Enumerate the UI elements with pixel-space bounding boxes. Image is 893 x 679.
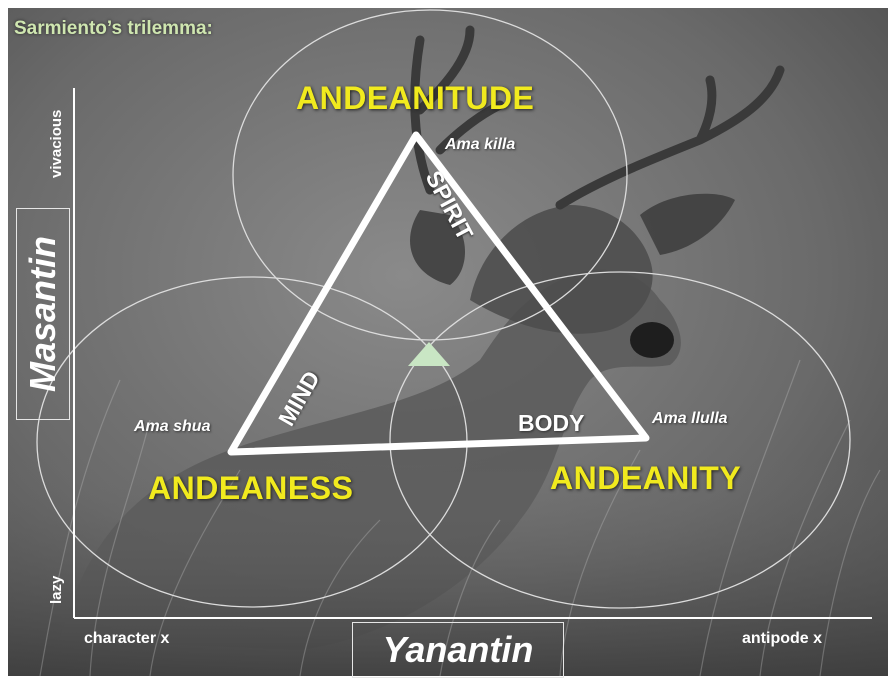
label-ama-shua: Ama shua [134, 418, 210, 436]
label-andeanity: ANDEANITY [550, 460, 741, 497]
y-axis-title-box: Masantin [16, 208, 70, 420]
label-andeaness: ANDEANESS [148, 470, 353, 507]
y-axis-title: Masantin [22, 236, 64, 392]
x-axis-left-label: character x [84, 630, 169, 648]
x-axis-title-box: Yanantin [352, 622, 564, 678]
label-ama-llulla: Ama llulla [652, 410, 728, 428]
label-ama-killa: Ama killa [445, 136, 515, 154]
diagram-title: Sarmiento’s trilemma: [14, 18, 213, 40]
y-axis-top-label: vivacious [48, 110, 65, 178]
x-axis-right-label: antipode x [742, 630, 822, 648]
label-andeanitude: ANDEANITUDE [296, 80, 534, 117]
label-body: BODY [518, 410, 584, 437]
x-axis-title: Yanantin [383, 629, 534, 671]
y-axis-bottom-label: lazy [48, 576, 65, 604]
